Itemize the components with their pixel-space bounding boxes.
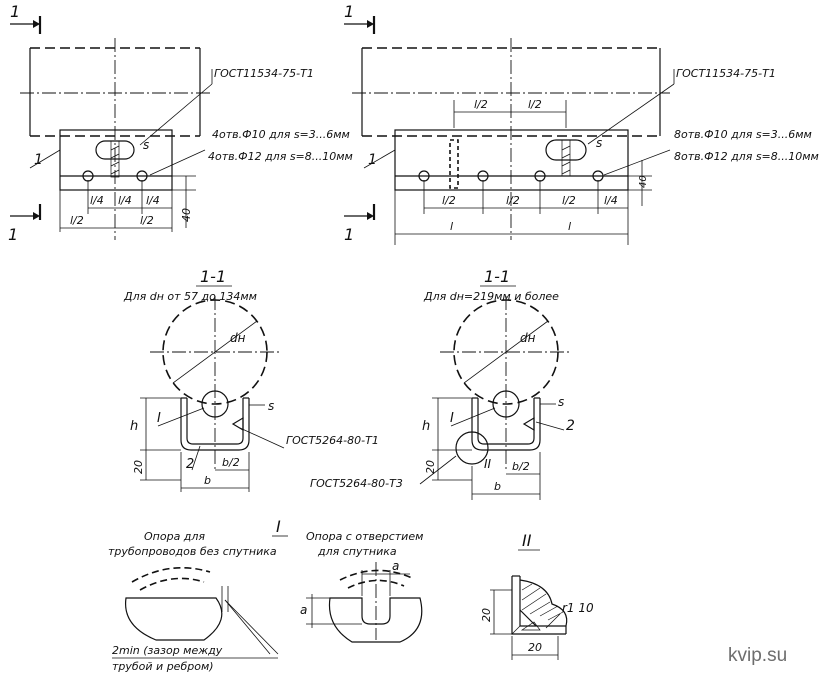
dim-20-horizontal-II: 20 xyxy=(528,641,542,654)
dim-40-left: 40 xyxy=(180,208,193,222)
section-left: 1-1 Для dн от 57 до 134мм dн h 20 I s ГО… xyxy=(123,267,379,492)
section-mark-bottom-left: 1 xyxy=(8,225,18,244)
dim-l2-3-right: l/2 xyxy=(562,194,576,207)
dim-l2-2-left: l/2 xyxy=(140,214,154,227)
support2-line2: для спутника xyxy=(317,545,397,558)
d-label-right: dн xyxy=(520,331,536,345)
section-caption-right: Для dн=219мм и более xyxy=(423,290,559,303)
dim-l4-3-left: l/4 xyxy=(146,194,160,207)
support2-line1: Опора с отверстием xyxy=(306,530,423,543)
dim-l4-right: l/4 xyxy=(604,194,618,207)
section-mark-top-right: 1 xyxy=(344,2,354,21)
dim-l2-top-1-right: l/2 xyxy=(474,98,488,111)
d-label-left: dн xyxy=(230,331,246,345)
holes-note-2-left: 4отв.Ф12 для s=8...10мм xyxy=(208,150,353,163)
dim-20-right: 20 xyxy=(424,460,437,474)
dim-40-right: 40 xyxy=(638,175,649,188)
s-label-top-left: s xyxy=(143,138,149,152)
holes-note-2-right: 8отв.Ф12 для s=8...10мм xyxy=(674,150,819,163)
gap-line1: 2min (зазор между xyxy=(112,644,223,657)
dim-l-2-right: l xyxy=(568,220,571,233)
b2-label-left: b/2 xyxy=(222,456,240,469)
watermark: kvip.su xyxy=(728,645,787,666)
gost-top-right: ГОСТ11534-75-Т1 xyxy=(676,67,776,80)
section-mark-bottom-right: 1 xyxy=(344,225,354,244)
dim-l-1-right: l xyxy=(450,220,453,233)
dim-l2-1-right: l/2 xyxy=(442,194,456,207)
dim-l2-2-right: l/2 xyxy=(506,194,520,207)
gost-section-left: ГОСТ5264-80-Т1 xyxy=(286,434,379,447)
section-mark-top-left: 1 xyxy=(10,2,20,21)
s-label-right: s xyxy=(558,395,564,409)
a-label-top: a xyxy=(392,559,399,573)
detail-II-title: II xyxy=(522,531,532,550)
b-label-left: b xyxy=(204,474,211,487)
gost-section-right: ГОСТ5264-80-Т3 xyxy=(310,477,403,490)
support1-line2: трубопроводов без спутника xyxy=(108,545,277,558)
mark-I-right: I xyxy=(450,411,454,426)
h-label-right: h xyxy=(422,419,430,434)
pos-2-left: 2 xyxy=(186,457,194,472)
top-right-view: 1 l/2 l/2 ГОСТ11534-75-Т1 s 1 xyxy=(344,2,819,245)
dim-l4-1-left: l/4 xyxy=(90,194,104,207)
dim-l2-top-2-right: l/2 xyxy=(528,98,542,111)
b-label-right: b xyxy=(494,480,501,493)
dim-l4-2-left: l/4 xyxy=(118,194,132,207)
section-caption-left: Для dн от 57 до 134мм xyxy=(123,290,257,303)
h-label-left: h xyxy=(130,419,138,434)
dim-20-left: 20 xyxy=(132,460,145,474)
detail-I-title: I xyxy=(276,517,281,536)
pos-2-right: 2 xyxy=(566,418,575,434)
gap-line2: трубой и ребром) xyxy=(112,660,214,673)
dim-20-vertical-II: 20 xyxy=(480,608,493,622)
section-title-right: 1-1 xyxy=(484,267,510,286)
support1-line1: Опора для xyxy=(144,530,205,543)
detail-II: II 20 20 r1 10 xyxy=(480,531,594,660)
s-label-left: s xyxy=(268,399,274,413)
r1-label: r1 10 xyxy=(562,601,594,615)
detail-I: I Опора для трубопроводов без спутника 2… xyxy=(108,517,423,673)
top-left-view: 1 ГОСТ11534-75-Т1 s 1 4отв.Ф10 для s=3..… xyxy=(8,2,353,244)
gost-top-left: ГОСТ11534-75-Т1 xyxy=(214,67,314,80)
s-label-top-right: s xyxy=(596,136,602,150)
a-label-side: a xyxy=(300,603,307,617)
holes-note-1-right: 8отв.Ф10 для s=3...6мм xyxy=(674,128,812,141)
dim-l2-1-left: l/2 xyxy=(70,214,84,227)
holes-note-1-left: 4отв.Ф10 для s=3...6мм xyxy=(212,128,350,141)
section-right: 1-1 Для dн=219мм и более dн II h 20 I s … xyxy=(310,267,575,500)
b2-label-right: b/2 xyxy=(512,460,530,473)
pos-label-top-right: 1 xyxy=(368,152,377,168)
mark-I-left: I xyxy=(157,411,161,426)
section-title-left: 1-1 xyxy=(200,267,226,286)
mark-II-right: II xyxy=(484,457,492,471)
pos-label-top-left: 1 xyxy=(34,152,43,168)
